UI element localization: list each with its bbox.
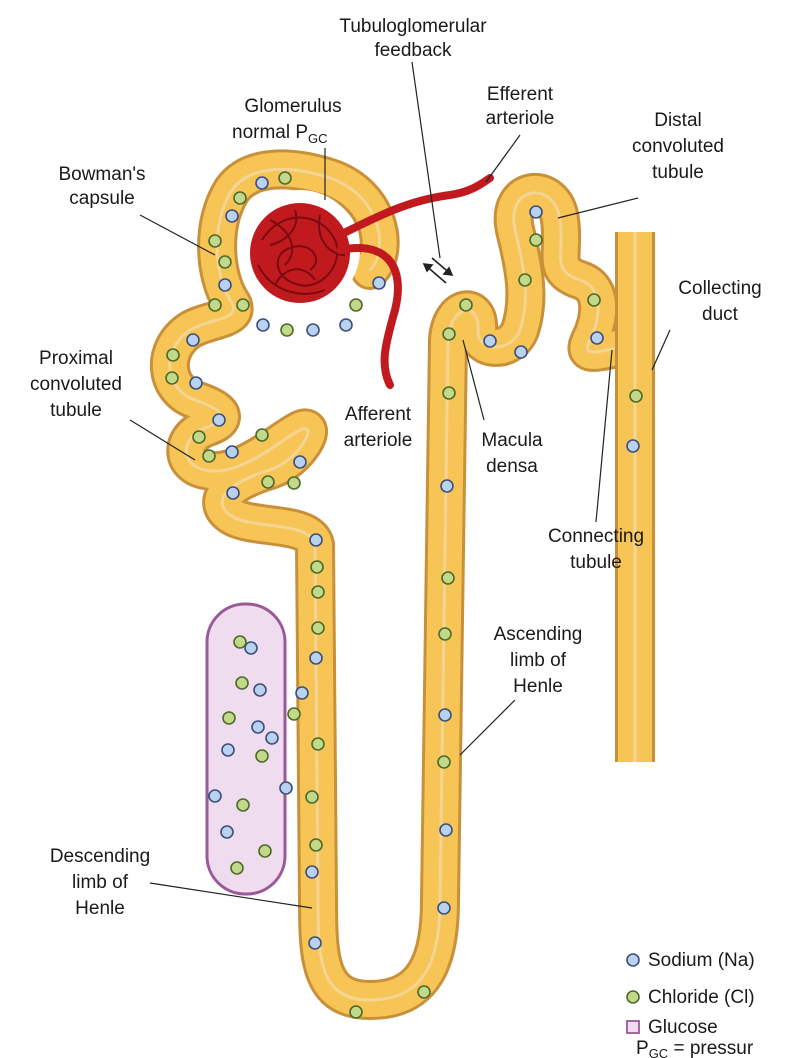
- legend-sodium-label: Sodium (Na): [648, 950, 755, 971]
- label-macula-line2: densa: [486, 456, 538, 477]
- label-bowman-line2: capsule: [69, 188, 135, 209]
- label-glomerulus-subscript: GC: [308, 131, 328, 146]
- label-glomerulus-normal-p: normal P: [232, 122, 308, 143]
- label-efferent-line1: Efferent: [487, 84, 554, 105]
- legend-glucose-swatch: [627, 1021, 639, 1033]
- label-connecting-line1: Connecting: [548, 526, 644, 547]
- label-ascending-line1: Ascending: [494, 624, 583, 645]
- glomerulus: [250, 203, 350, 303]
- label-proximal-line3: tubule: [50, 400, 102, 421]
- label-descending-line3: Henle: [75, 898, 125, 919]
- label-descending-line1: Descending: [50, 846, 150, 867]
- label-connecting-line2: tubule: [570, 552, 622, 573]
- label-distal-line2: convoluted: [632, 136, 724, 157]
- label-distal-line3: tubule: [652, 162, 704, 183]
- legend-chloride-label: Chloride (Cl): [648, 987, 755, 1008]
- label-glomerulus-line2: normal PGC: [232, 122, 328, 146]
- label-afferent-line1: Afferent: [345, 404, 412, 425]
- legend-pgc-p: P: [636, 1038, 649, 1058]
- label-macula-line1: Macula: [481, 430, 543, 451]
- label-proximal-line1: Proximal: [39, 348, 113, 369]
- label-efferent-line2: arteriole: [486, 108, 555, 129]
- label-tubuloglomerular-line2: feedback: [374, 40, 452, 61]
- legend-sodium-swatch: [627, 954, 639, 966]
- feedback-arrows: [424, 258, 452, 283]
- label-ascending-line3: Henle: [513, 676, 563, 697]
- label-descending-line2: limb of: [72, 872, 129, 893]
- collecting-duct: [615, 232, 655, 762]
- label-afferent-line2: arteriole: [344, 430, 413, 451]
- legend-chloride-swatch: [627, 991, 639, 1003]
- legend-pgc-definition: PGC = pressur: [636, 1038, 754, 1058]
- label-tubuloglomerular-line1: Tubuloglomerular: [339, 16, 487, 37]
- label-ascending-line2: limb of: [510, 650, 567, 671]
- label-distal-line1: Distal: [654, 110, 702, 131]
- label-collecting-line2: duct: [702, 304, 739, 325]
- legend: Sodium (Na) Chloride (Cl) Glucose PGC = …: [627, 950, 755, 1058]
- label-collecting-line1: Collecting: [678, 278, 761, 299]
- label-proximal-line2: convoluted: [30, 374, 122, 395]
- label-bowman-line1: Bowman's: [58, 164, 145, 185]
- label-glomerulus-line1: Glomerulus: [244, 96, 341, 117]
- legend-pgc-sub: GC: [649, 1046, 669, 1058]
- legend-glucose-label: Glucose: [648, 1017, 718, 1038]
- legend-pgc-rest: = pressur: [668, 1038, 754, 1058]
